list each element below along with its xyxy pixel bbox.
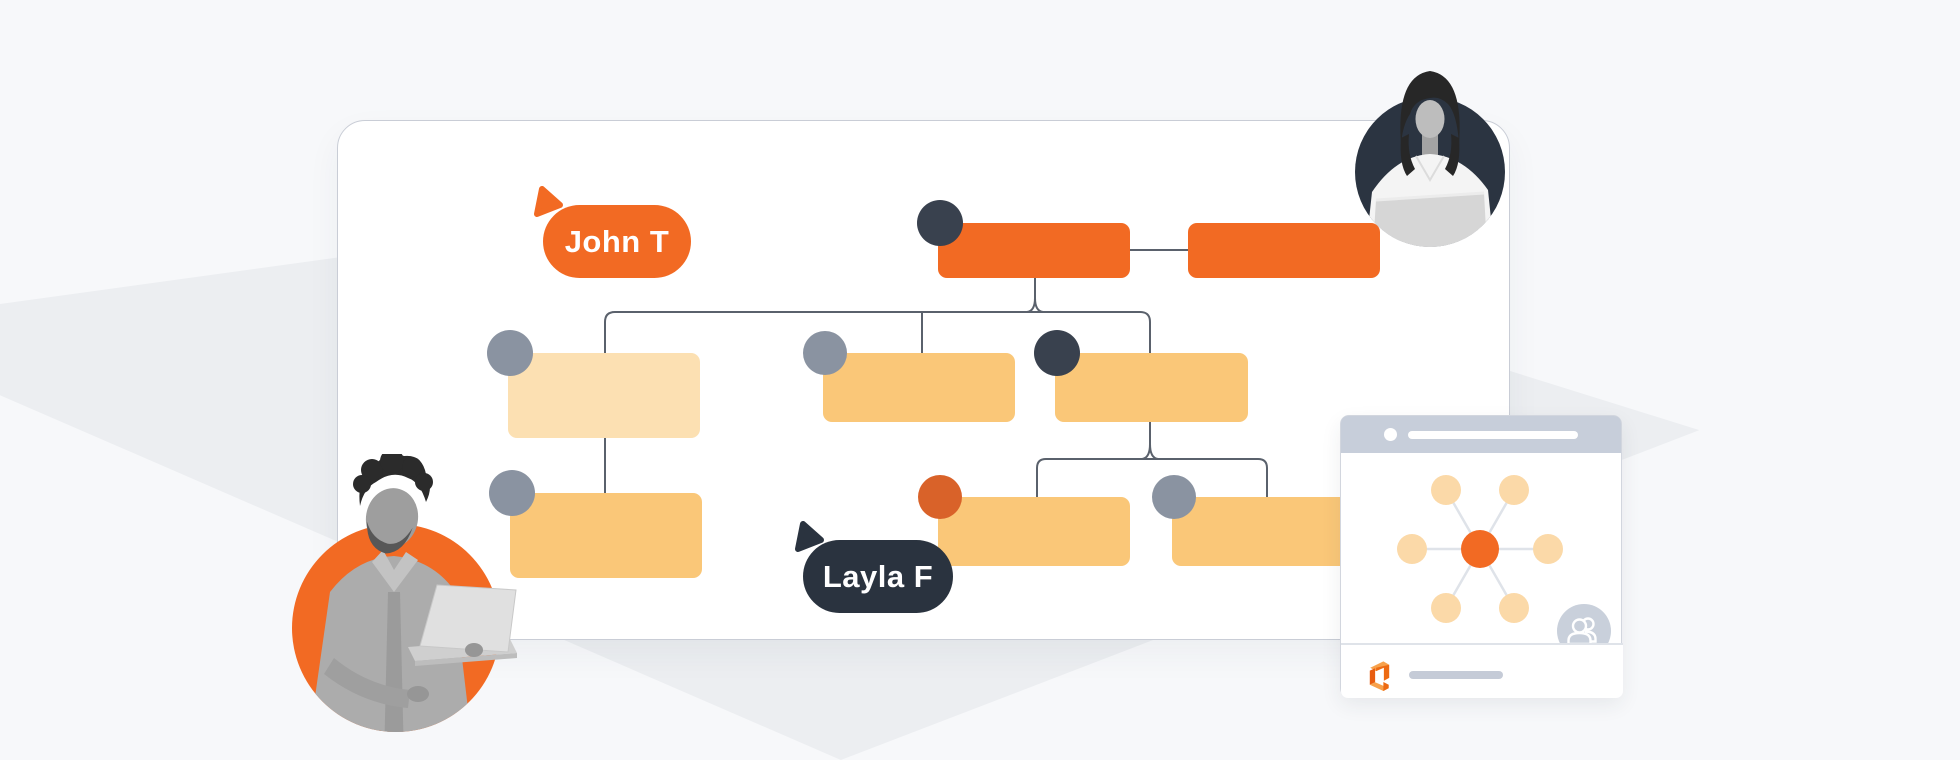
org-node-leaf-right[interactable] — [1172, 497, 1364, 566]
org-node-branch-middle[interactable] — [823, 353, 1015, 422]
hub-node — [1533, 534, 1563, 564]
spoke-lines — [1412, 489, 1548, 609]
connector-level2-bracket — [1036, 458, 1268, 498]
lucid-logo — [1369, 661, 1390, 691]
hub-node — [1431, 593, 1461, 623]
window-address-bar — [1408, 431, 1578, 439]
collaborator-name-label: Layla F — [822, 558, 934, 594]
hub-node — [1431, 475, 1461, 505]
connector-level2-stub — [1141, 421, 1159, 460]
avatar-person — [306, 454, 517, 732]
hub-spoke-diagram — [1397, 475, 1563, 623]
hub-spokes — [1412, 489, 1548, 609]
mini-window-titlebar — [1341, 416, 1621, 453]
org-chart-connectors — [604, 249, 1268, 498]
window-dot-icon — [1384, 428, 1397, 441]
collaborator-name-label: John T — [564, 223, 670, 259]
connector-root-stub — [1026, 277, 1044, 313]
hub-node — [1499, 593, 1529, 623]
avatar-man-with-laptop — [292, 454, 517, 732]
org-node-leaf-middle[interactable] — [938, 497, 1130, 566]
org-node-root-partner[interactable] — [1188, 223, 1380, 278]
cursor-arrow-icon — [795, 521, 824, 552]
org-node-leaf-left[interactable] — [510, 493, 702, 578]
collaborator-cursor-john: John T — [543, 205, 691, 278]
avatar-woman-with-laptop — [1355, 71, 1505, 247]
org-node-branch-right[interactable] — [1055, 353, 1248, 422]
avatar-dot-root — [917, 200, 963, 246]
hub-center-node — [1461, 530, 1499, 568]
avatar-dot-branch-left — [487, 330, 533, 376]
hub-node — [1499, 475, 1529, 505]
avatar-dot-leaf-right — [1152, 475, 1196, 519]
cursor-arrow-icon — [534, 186, 563, 217]
mini-browser-window — [1340, 415, 1623, 698]
avatar-dot-leaf-left — [489, 470, 535, 516]
avatar-person — [1366, 71, 1494, 247]
avatar-dot-branch-middle — [803, 331, 847, 375]
collaborator-cursor-layla: Layla F — [803, 540, 953, 613]
org-node-root[interactable] — [938, 223, 1130, 278]
hub-node — [1397, 534, 1427, 564]
people-icon — [1567, 617, 1597, 646]
avatar-dot-branch-right — [1034, 330, 1080, 376]
avatar-dot-leaf-middle — [918, 475, 962, 519]
mini-window-footer — [1341, 643, 1623, 698]
org-node-branch-left[interactable] — [508, 353, 700, 438]
connector-level1-bracket — [604, 311, 1151, 354]
footer-text-placeholder — [1409, 671, 1503, 679]
